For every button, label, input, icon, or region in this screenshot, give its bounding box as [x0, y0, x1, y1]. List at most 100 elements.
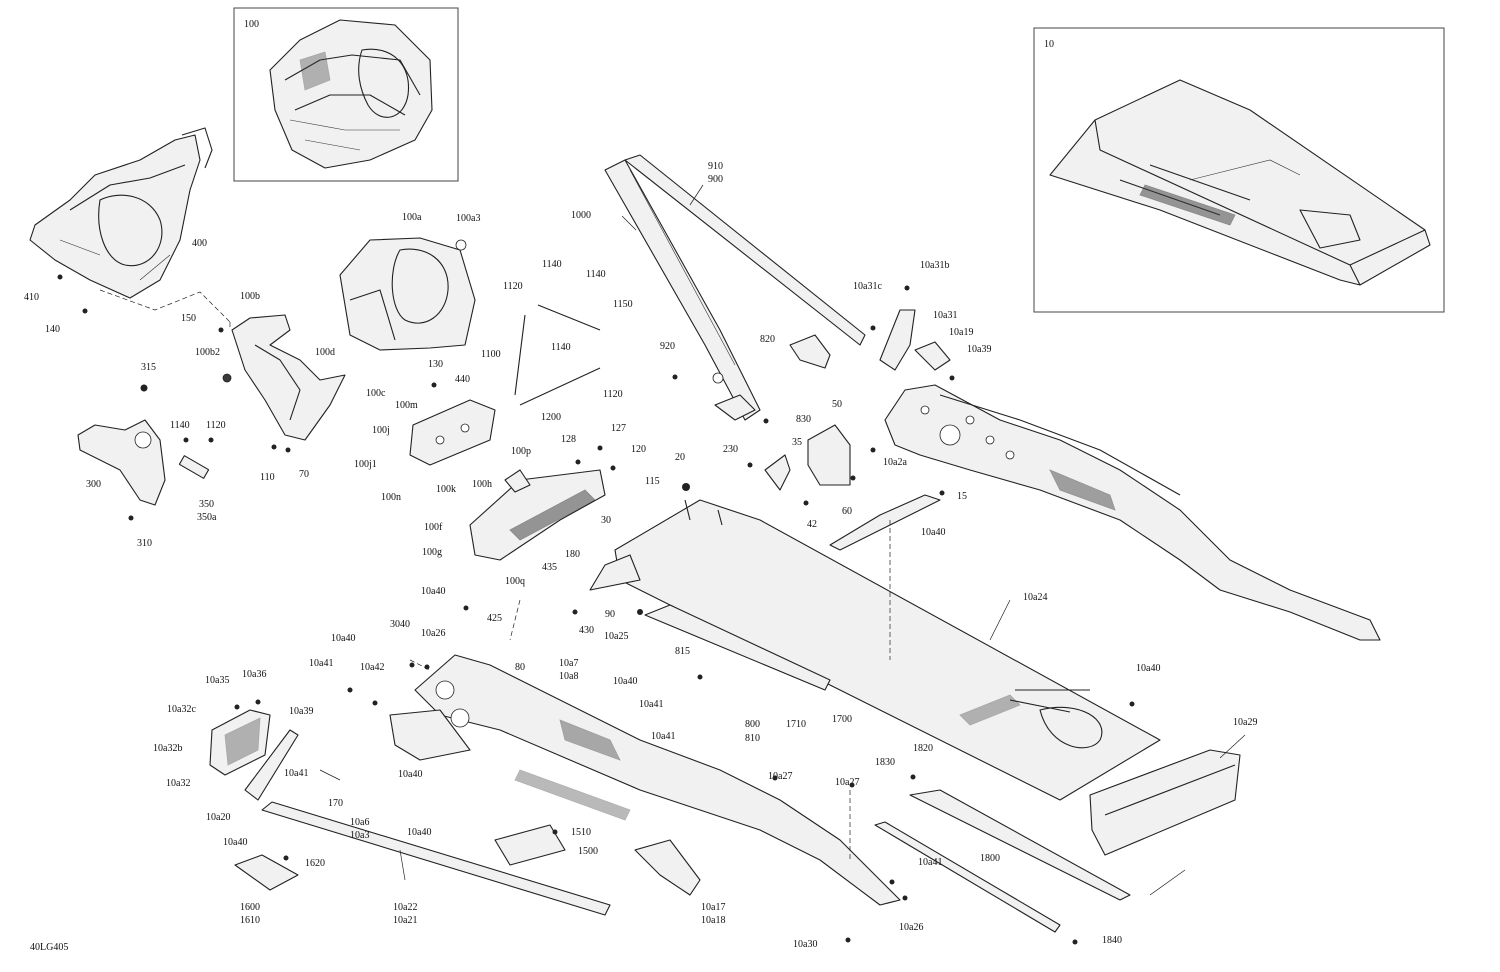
callout: 1200 — [541, 412, 561, 423]
callout: 35 — [792, 437, 802, 448]
callout: 10a36 — [242, 669, 266, 680]
callout: 1710 — [786, 719, 806, 730]
part-35-50 — [764, 424, 851, 491]
callout: 10a2a — [883, 457, 907, 468]
callout: 830 — [796, 414, 811, 425]
callout: 10a41 — [651, 731, 675, 742]
callout: 100k — [436, 484, 456, 495]
part-1000 — [604, 154, 866, 421]
callout: 1620 — [305, 858, 325, 869]
callout: 50 — [832, 399, 842, 410]
callout: 1800 — [980, 853, 1000, 864]
leader-lines — [319, 184, 1246, 896]
callout: 1830 — [875, 757, 895, 768]
callout: 140 — [45, 324, 60, 335]
callout: 10a26 — [899, 922, 923, 933]
part-lower-strips — [234, 801, 701, 916]
callout: 100p — [511, 446, 531, 457]
callout: 130 — [428, 359, 443, 370]
callout: 10a19 — [949, 327, 973, 338]
callout: 10a31 — [933, 310, 957, 321]
callout: 10a35 — [205, 675, 229, 686]
callout: 10a3 — [350, 830, 369, 841]
callout: 110 — [260, 472, 275, 483]
part-100f — [469, 469, 606, 561]
callout: 42 — [807, 519, 817, 530]
callout: 10a32c — [167, 704, 196, 715]
callout: 20 — [675, 452, 685, 463]
callout: 1510 — [571, 827, 591, 838]
part-runners — [644, 604, 1131, 933]
callout: 80 — [515, 662, 525, 673]
callout: 10a41 — [639, 699, 663, 710]
callout: 180 — [565, 549, 580, 560]
callout: 310 — [137, 538, 152, 549]
callout: 100f — [424, 522, 443, 533]
callout: 127 — [611, 423, 626, 434]
callout: 10a17 — [701, 902, 725, 913]
callout: 10a29 — [1233, 717, 1257, 728]
callout: 425 — [487, 613, 502, 624]
callout: 120 — [631, 444, 646, 455]
callout: 230 — [723, 444, 738, 455]
callout: 1140 — [586, 269, 606, 280]
callout: 350a — [197, 512, 217, 523]
callout: 1840 — [1102, 935, 1122, 946]
callout: 910 — [708, 161, 723, 172]
callout: 1820 — [913, 743, 933, 754]
callout: 10a25 — [604, 631, 628, 642]
callout: 10a21 — [393, 915, 417, 926]
callout: 100n — [381, 492, 401, 503]
callout: 10a41 — [309, 658, 333, 669]
callout: 10a42 — [360, 662, 384, 673]
callout: 70 — [299, 469, 309, 480]
callout: 15 — [957, 491, 967, 502]
callout: 10a26 — [421, 628, 445, 639]
callout: 1140 — [170, 420, 190, 431]
callout: 1140 — [551, 342, 571, 353]
callout: 815 — [675, 646, 690, 657]
callout: 10a40 — [921, 527, 945, 538]
callout: 10a39 — [289, 706, 313, 717]
callout: 128 — [561, 434, 576, 445]
callout: 10a40 — [1136, 663, 1160, 674]
part-100b — [222, 314, 346, 441]
callout: 800 — [745, 719, 760, 730]
callout: 100g — [422, 547, 442, 558]
part-10a25 — [589, 554, 641, 591]
callout: 1610 — [240, 915, 260, 926]
fasteners — [57, 274, 1135, 945]
callout: 10a6 — [350, 817, 369, 828]
part-400 — [29, 127, 213, 299]
callout: 10a22 — [393, 902, 417, 913]
callout: 1100 — [481, 349, 501, 360]
callout: 10a40 — [331, 633, 355, 644]
callout: 1120 — [206, 420, 226, 431]
callout: 400 — [192, 238, 207, 249]
callout: 10a27 — [835, 777, 859, 788]
callout: 10a40 — [223, 837, 247, 848]
part-rods — [514, 304, 601, 406]
callout: 1120 — [503, 281, 523, 292]
callout: 115 — [645, 476, 660, 487]
callout: 1500 — [578, 846, 598, 857]
callout: 430 — [579, 625, 594, 636]
callout: 170 — [328, 798, 343, 809]
callout: 10a32b — [153, 743, 182, 754]
callout: 100m — [395, 400, 418, 411]
callout: 100d — [315, 347, 335, 358]
inset-10: 10 — [1033, 27, 1445, 313]
callout: 10a40 — [398, 769, 422, 780]
callout: 30 — [601, 515, 611, 526]
callout: 100c — [366, 388, 386, 399]
callout: 100q — [505, 576, 525, 587]
callout: 1000 — [571, 210, 591, 221]
part-10a29 — [1089, 749, 1241, 856]
callout: 900 — [708, 174, 723, 185]
callout: 3040 — [390, 619, 410, 630]
callout: 1120 — [603, 389, 623, 400]
inset-10-label: 10 — [1044, 39, 1054, 50]
callout: 10a39 — [967, 344, 991, 355]
part-100a — [339, 237, 476, 351]
callout: 1600 — [240, 902, 260, 913]
